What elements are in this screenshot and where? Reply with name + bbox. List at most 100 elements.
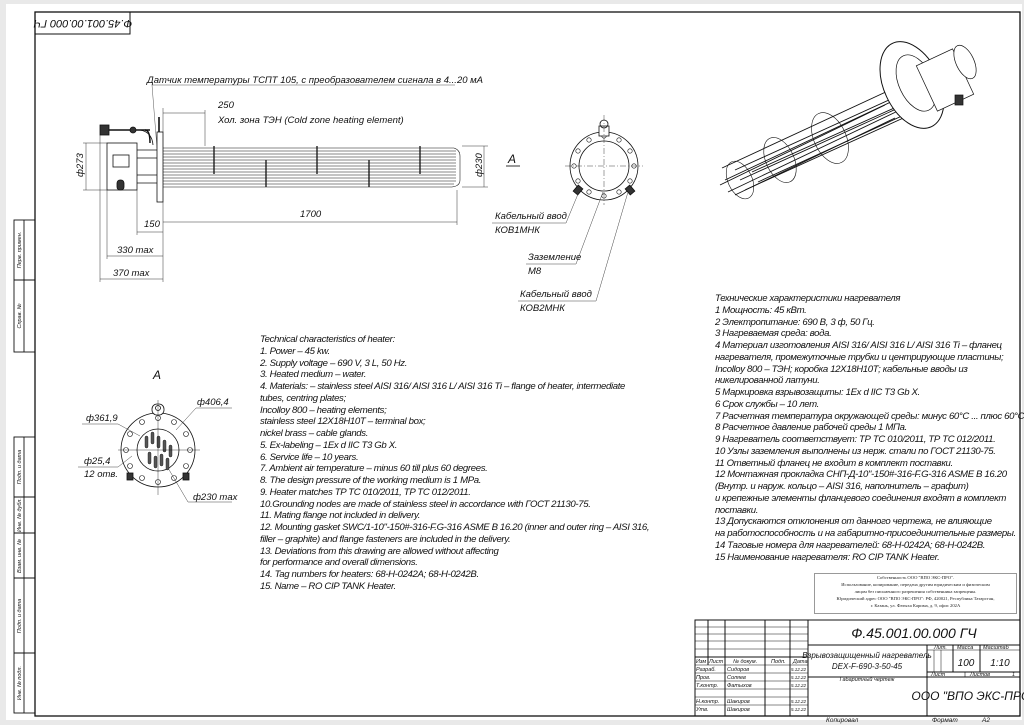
cable-entry-1-label: Кабельный ввод xyxy=(495,211,567,222)
scale-value: 1:10 xyxy=(990,658,1010,669)
owner-notice-line: Собственность ООО "ВПО ЭКС-ПРО". xyxy=(876,575,955,580)
col-header: Изм xyxy=(696,659,706,665)
heater-isometric-view xyxy=(719,41,977,200)
owner-notice-line: Использование, копирование, передача дру… xyxy=(841,582,990,587)
heater-front-view xyxy=(83,84,520,282)
row-role: Н.контр. xyxy=(696,699,719,705)
note-line: 11. Mating flange not included in delive… xyxy=(260,510,421,522)
margin-label: Инв. № подл. xyxy=(17,666,23,700)
note-line: 6 Срок службы – 10 лет. xyxy=(715,398,819,410)
view-a-flange xyxy=(78,400,232,503)
row-date: 5.12.22 xyxy=(791,683,807,688)
note-line: Incolloy 800 – ТЭН; коробка 12Х18Н10Т; к… xyxy=(715,363,968,375)
company-name: ООО "ВПО ЭКС-ПРО" xyxy=(911,689,1024,703)
dim-330: 330 max xyxy=(117,245,155,256)
note-line: filler – graphite) and flange fasteners … xyxy=(260,533,511,545)
row-name: Шакиров xyxy=(727,707,750,713)
note-line: 2 Электропитание: 690 В, 3 ф, 50 Гц. xyxy=(715,316,875,328)
note-line: Technical characteristics of heater: xyxy=(260,334,395,345)
row-role: Разраб. xyxy=(696,667,716,673)
col-header: Дата xyxy=(792,659,808,665)
col-header: № докум. xyxy=(733,659,757,665)
scale-label: Масштаб xyxy=(983,645,1010,651)
col-header: Подп. xyxy=(771,659,786,665)
note-line: нагревателя, промежуточные трубки и цент… xyxy=(715,351,1004,363)
note-line: никелированной латуни. xyxy=(715,375,820,387)
row-role: Пров. xyxy=(696,675,711,681)
owner-notice: Собственность ООО "ВПО ЭКС-ПРО". Использо… xyxy=(814,573,1017,614)
note-line: 11 Ответный фланец не входит в комплект … xyxy=(715,457,953,469)
holes-count: 12 отв. xyxy=(84,469,118,480)
note-line: 4 Материал изготовления AISI 316/ AISI 3… xyxy=(715,340,1002,351)
row-date: 5.12.22 xyxy=(791,699,807,704)
note-line: 4. Materials: – stainless steel AISI 316… xyxy=(260,381,626,392)
margin-label: Инв. № дубл. xyxy=(17,498,23,532)
left-margin-stamps xyxy=(13,219,36,714)
cable-entry-1-code: КОВ1МНК xyxy=(495,225,541,236)
product-name: Взрывозащищенный нагреватель xyxy=(802,651,931,660)
mass-value: 100 xyxy=(958,658,975,669)
sheet-label: Лист xyxy=(930,672,946,678)
margin-label: Взам. инв. № xyxy=(17,539,23,573)
sheets-count: 1 xyxy=(1012,672,1015,678)
note-line: 9. Heater matches TP TC 010/2011, TP TC … xyxy=(260,486,471,498)
row-date: 5.12.22 xyxy=(791,707,807,712)
heater-side-view xyxy=(492,115,643,302)
rotated-code-stamp xyxy=(34,11,131,35)
note-line: 1 Мощность: 45 кВт. xyxy=(715,304,807,316)
note-line: на работоспособность и на габаритно-прис… xyxy=(715,528,1016,539)
cable-entry-2-code: КОВ2МНК xyxy=(520,303,566,314)
note-line: nickel brass – cable glands. xyxy=(260,428,369,439)
note-line: tubes, centring plates; xyxy=(260,392,346,404)
mass-label: Масса xyxy=(957,645,973,651)
row-role: Утв. xyxy=(695,707,709,713)
owner-notice-line: Юридический адрес ООО "ВПО ЭКС-ПРО": РФ,… xyxy=(836,596,995,601)
dim-bolt-circle: ф361,9 xyxy=(86,413,118,424)
note-line: Incolloy 800 – heating elements; xyxy=(260,404,387,416)
note-line: stainless steel 12X18H10T – terminal box… xyxy=(260,416,426,428)
dim-273: ф273 xyxy=(75,152,86,177)
row-name: Фатыхов xyxy=(727,683,752,689)
note-line: 5 Маркировка взрывозащиты: 1Ex d IIC T3 … xyxy=(715,387,920,398)
dim-1700: 1700 xyxy=(300,209,322,220)
note-line: 15. Name – RO CIP TANK Heater. xyxy=(260,580,396,592)
note-line: 13 Допускаются отклонения от данного чер… xyxy=(715,516,992,528)
note-line: 7. Ambient air temperature – minus 60 ti… xyxy=(260,463,488,475)
col-header: Лист xyxy=(708,659,724,665)
dim-bundle: ф230 max xyxy=(193,492,239,503)
note-line: 9 Нагреватель соответствует: ТР ТС 010/2… xyxy=(715,434,996,445)
product-model: DEX-F-690-3-50-45 xyxy=(832,662,903,671)
copied-label: Копировал xyxy=(826,717,859,724)
note-line: for performance and overall dimensions. xyxy=(260,557,418,569)
note-line: 7 Расчетная температура окружающей среды… xyxy=(715,410,1024,422)
drawing-type: Габаритный чертеж xyxy=(840,676,895,683)
row-date: 5.12.22 xyxy=(791,675,807,680)
flange xyxy=(156,131,164,203)
notes-english: Technical characteristics of heater: 1. … xyxy=(260,334,649,593)
row-name: Соляев xyxy=(727,675,746,681)
sheet-frame xyxy=(34,11,1021,717)
dim-250: 250 xyxy=(217,100,235,111)
heating-tubes xyxy=(163,146,461,188)
row-date: 5.12.22 xyxy=(791,667,807,672)
note-line: 14. Tag numbers for heaters: 68-H-0242A;… xyxy=(260,569,479,580)
margin-label: Перв. примен. xyxy=(17,232,23,269)
row-name: Шакиров xyxy=(727,699,750,705)
note-line: 2. Supply voltage – 690 V, 3 L, 50 Hz. xyxy=(260,357,408,369)
margin-label: Подп. и дата xyxy=(17,599,23,633)
note-line: 3 Нагреваемая среда: вода. xyxy=(715,328,832,340)
cable-entry-2-label: Кабельный ввод xyxy=(520,289,592,300)
note-line: 12. Mounting gasket SWC/1-10"-150#-316-F… xyxy=(260,522,650,533)
note-line: 8. The design pressure of the working me… xyxy=(260,475,482,486)
owner-notice-line: лицам без письменного разрешения собстве… xyxy=(854,589,977,594)
format-value: A2 xyxy=(981,717,990,724)
rotated-code-text: Ф.45.001.00.000 ГЧ xyxy=(33,17,132,29)
note-line: Технические характеристики нагревателя xyxy=(715,293,901,304)
note-line: 1. Power – 45 kw. xyxy=(260,345,330,357)
note-line: 12 Монтажная прокладка СНП-Д-10"-150#-31… xyxy=(715,469,1007,481)
note-line: 6. Service life – 10 years. xyxy=(260,451,359,463)
grounding-label: Заземление xyxy=(528,252,581,263)
dim-150: 150 xyxy=(144,219,161,230)
